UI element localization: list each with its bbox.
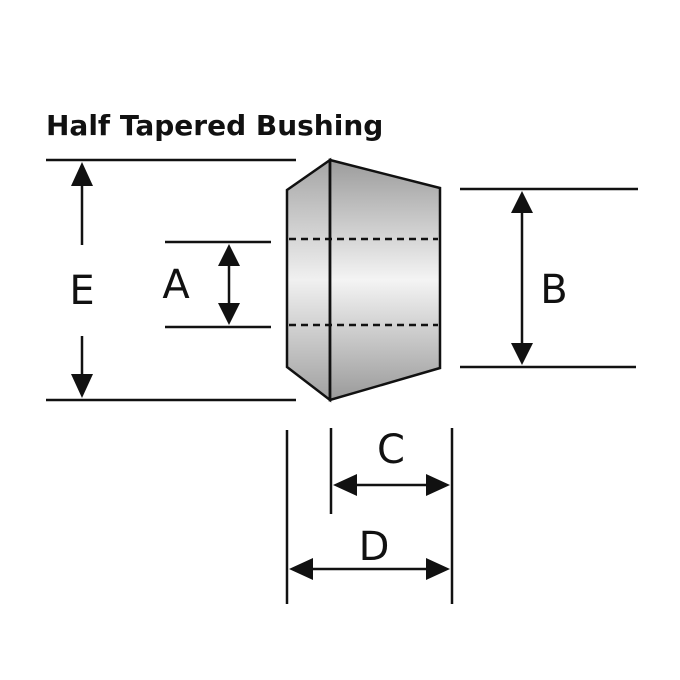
dimension-c-label: C (377, 427, 405, 473)
diagram-title: Half Tapered Bushing (46, 109, 383, 142)
dimension-a: A (162, 240, 271, 329)
dimension-e: E (46, 158, 296, 402)
dimension-c: C (329, 427, 454, 604)
dimension-e-label: E (69, 268, 94, 314)
dimension-a-label: A (162, 262, 190, 308)
dimension-b-label: B (540, 267, 567, 313)
dimension-d-label: D (359, 524, 390, 570)
dimension-b: B (460, 187, 638, 369)
bushing-body (285, 157, 442, 403)
dimension-d: D (285, 430, 450, 604)
